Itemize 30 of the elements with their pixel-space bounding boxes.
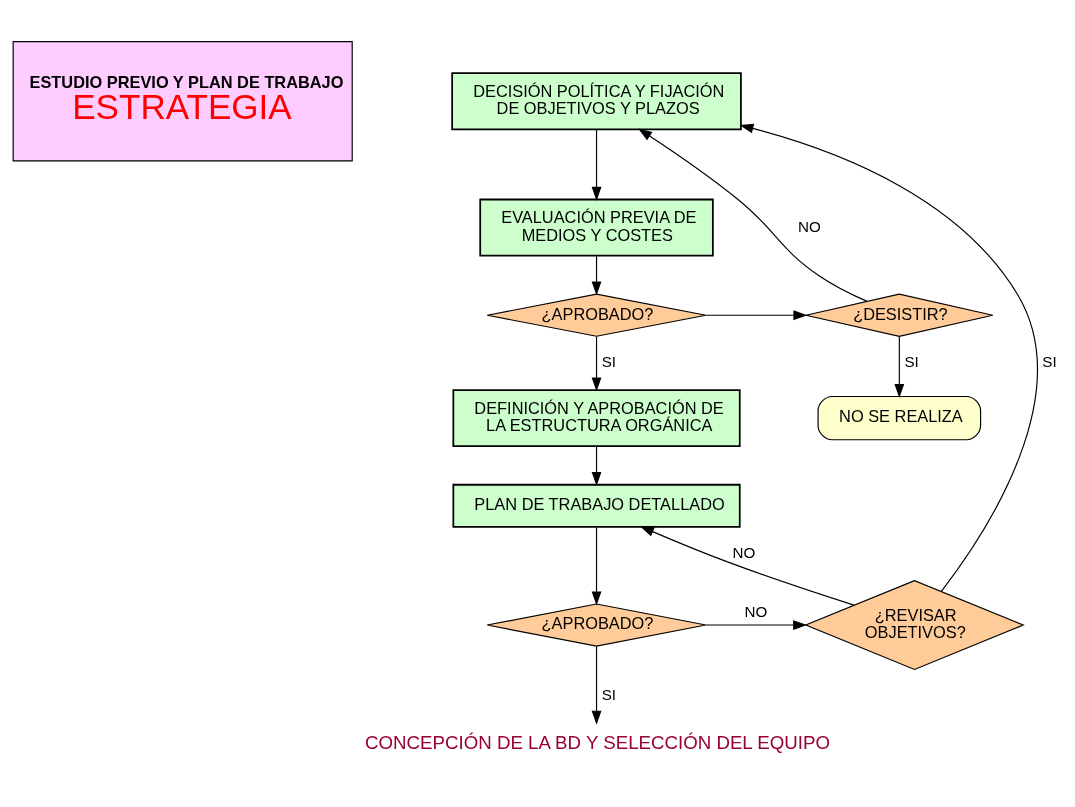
arrow [705,620,808,630]
arrow [894,336,905,399]
arrow [591,445,602,487]
node-diamond: ¿APROBADO? [486,603,707,647]
node-diamond: ¿DESISTIR? [805,293,994,337]
edge-label: SI [601,353,616,371]
edge-label: NO [744,603,768,621]
arrow [640,526,855,606]
node-box: ESTUDIO PREVIO Y PLAN DE TRABAJO ESTRATEGIA [12,41,353,162]
edge-label: NO [732,543,756,561]
arrow [591,255,602,296]
node-box: DEFINICIÓN Y APROBACIÓN DE LA ESTRUCTURA ORGÁNICA [452,389,741,448]
edge-label: SI [904,353,919,371]
arrow [591,526,602,606]
node-diamond: ¿APROBADO? [486,293,707,337]
arrow [591,128,602,201]
node-box: PLAN DE TRABAJO DETALLADO [452,483,741,528]
node-box: EVALUACIÓN PREVIA DE MEDIOS Y COSTES [479,198,714,257]
arrow [638,128,868,302]
arrow [705,310,808,321]
edge-label: SI [601,686,616,704]
arrow [591,646,602,725]
edge-label: NO [797,217,821,235]
edge-label: SI [1042,353,1057,371]
arrow [591,336,602,392]
node-text: CONCEPCIÓN DE LA BD Y SELECCIÓN DEL EQUIPO [365,731,830,753]
node-box: DECISIÓN POLÍTICA Y FIJACIÓN DE OBJETIVOS Y PLAZOS [451,72,742,131]
arrow [739,123,1038,592]
node-box: NO SE REALIZA [817,395,982,441]
node-diamond: ¿REVISAR OBJETIVOS? [804,579,1025,671]
